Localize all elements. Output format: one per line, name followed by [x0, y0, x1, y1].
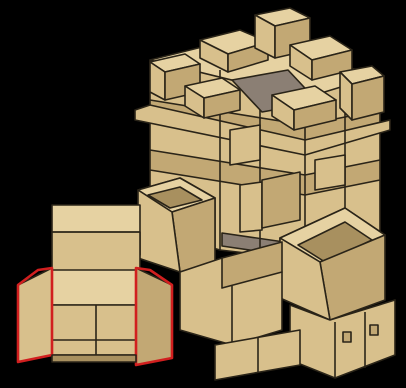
illustration-canvas	[0, 0, 406, 388]
stacked-boxes-illustration	[0, 0, 406, 388]
